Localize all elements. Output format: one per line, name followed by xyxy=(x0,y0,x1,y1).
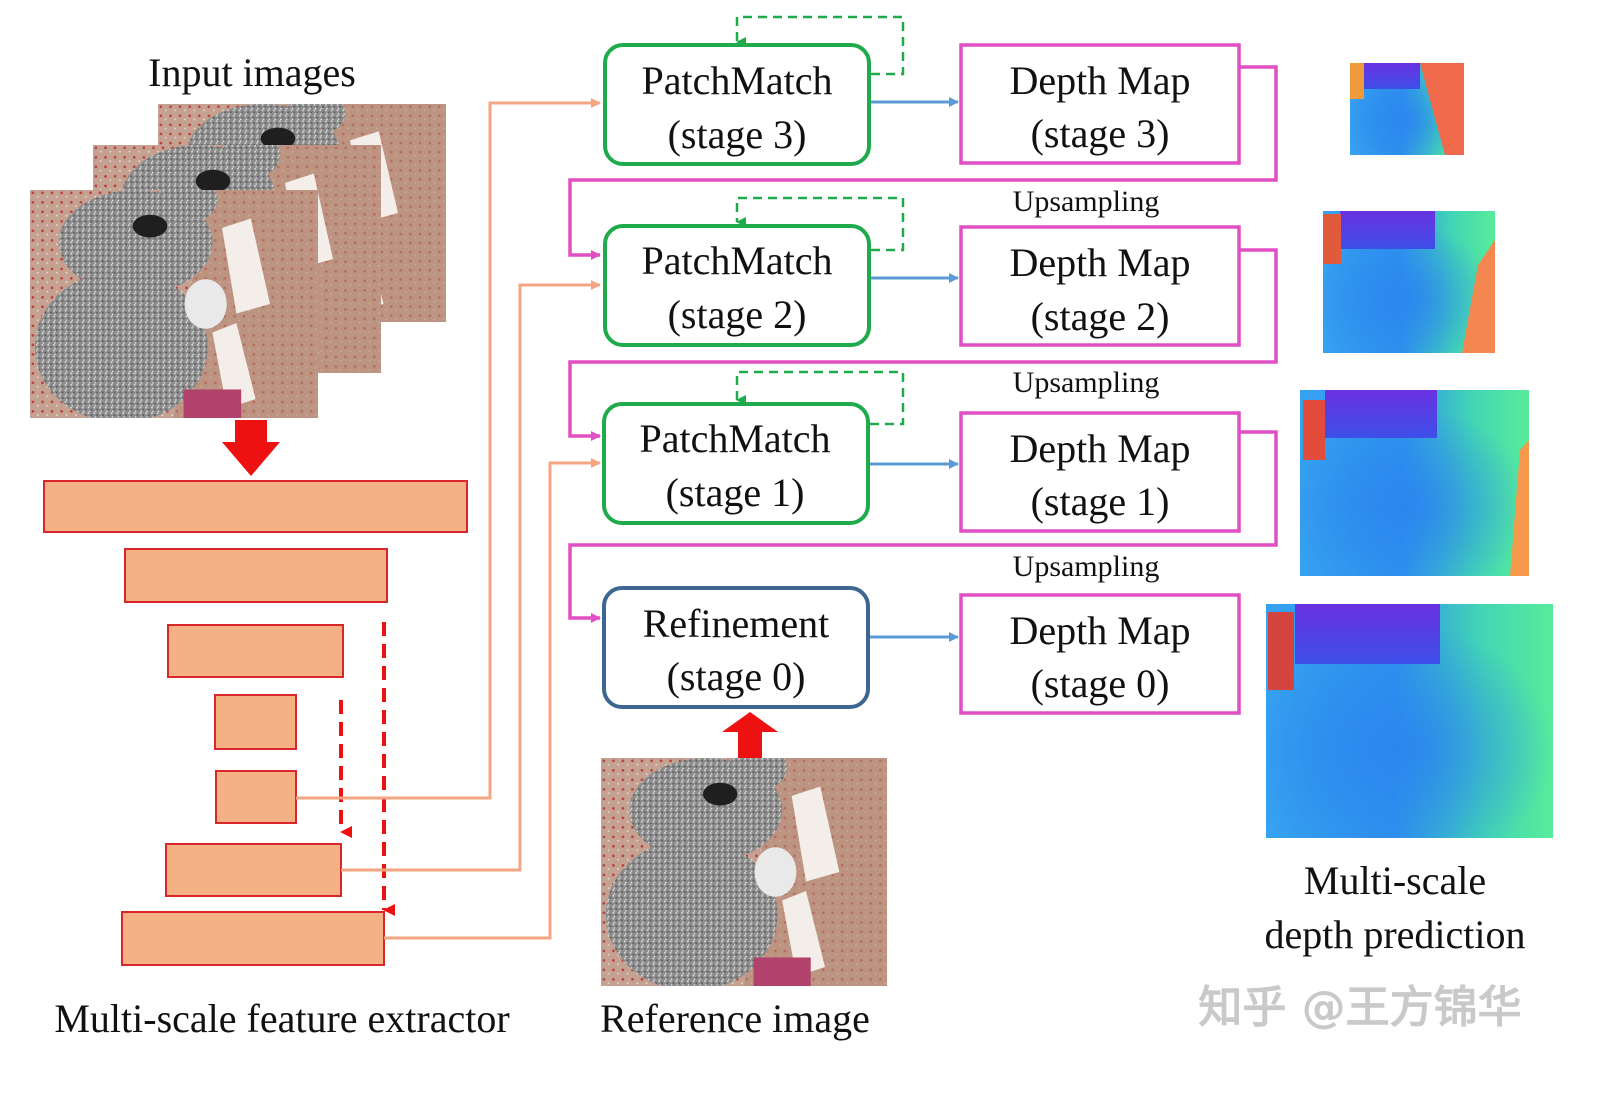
patchmatch-stage3-subtitle: (stage 3) xyxy=(668,112,807,157)
patchmatch-stage3-title: PatchMatch xyxy=(641,58,832,103)
patchmatch-stage1: PatchMatch (stage 1) xyxy=(602,402,870,525)
upsampling-label-1: Upsampling xyxy=(1013,185,1160,218)
patchmatch-stage3: PatchMatch (stage 3) xyxy=(603,43,871,166)
input-image-front xyxy=(30,176,318,423)
patchmatch-stage2-title: PatchMatch xyxy=(641,238,832,283)
patchmatch-stage2-subtitle: (stage 2) xyxy=(668,292,807,337)
input-image-stack xyxy=(30,104,446,423)
reference-image xyxy=(601,744,887,991)
watermark: 知乎 @王方锦华 xyxy=(1198,982,1521,1033)
depth-prediction-stage0 xyxy=(1266,604,1553,838)
depth-map-stage0-subtitle: (stage 0) xyxy=(1031,661,1170,706)
depth-map-stage0: Depth Map (stage 0) xyxy=(959,593,1241,715)
decoder-layer-stage1 xyxy=(121,911,385,966)
depth-map-stage2-title: Depth Map xyxy=(1009,240,1190,285)
iteration-loop-stage2 xyxy=(735,196,905,252)
refinement-stage0: Refinement (stage 0) xyxy=(602,586,870,709)
depth-map-stage0-title: Depth Map xyxy=(1009,608,1190,653)
iteration-loop-stage1 xyxy=(735,370,905,426)
depth-prediction-stage3 xyxy=(1350,63,1464,155)
decoder-layer-stage3 xyxy=(215,770,297,824)
upsampling-connector-3-to-2 xyxy=(568,65,1278,260)
depth-prediction-caption-line1: Multi-scale xyxy=(1304,858,1486,903)
encoder-layer-2 xyxy=(124,548,388,603)
depth-map-stage1: Depth Map (stage 1) xyxy=(959,411,1241,533)
depth-map-stage2-subtitle: (stage 2) xyxy=(1031,294,1170,339)
depth-map-stage3-title: Depth Map xyxy=(1009,58,1190,103)
red-down-arrow xyxy=(222,420,280,476)
upsampling-label-3: Upsampling xyxy=(1013,550,1160,583)
patchmatch-stage2: PatchMatch (stage 2) xyxy=(603,224,871,347)
feature-extractor-caption: Multi-scale feature extractor xyxy=(54,996,509,1041)
depth-map-stage1-title: Depth Map xyxy=(1009,426,1190,471)
encoder-layer-3 xyxy=(167,624,344,678)
upsampling-connector-1-to-0 xyxy=(568,430,1278,623)
encoder-bottleneck xyxy=(214,694,297,750)
depth-prediction-stage2 xyxy=(1323,211,1495,353)
depth-map-stage2: Depth Map (stage 2) xyxy=(959,225,1241,347)
depth-prediction-stage1 xyxy=(1300,390,1529,576)
diagram-svg: Input images Multi-scale feature extract… xyxy=(0,15,1553,1041)
depth-map-stage3: Depth Map (stage 3) xyxy=(959,43,1241,165)
encoder-layer-1 xyxy=(43,480,468,533)
reference-image-caption: Reference image xyxy=(600,996,870,1041)
feature-pyramid xyxy=(43,480,468,966)
upsampling-label-2: Upsampling xyxy=(1013,366,1160,399)
feature-link-stage3 xyxy=(296,98,601,800)
depth-prediction-caption-line2: depth prediction xyxy=(1264,912,1525,957)
depth-map-stage1-subtitle: (stage 1) xyxy=(1031,479,1170,524)
feature-link-stage2 xyxy=(341,280,601,872)
feature-link-stage1 xyxy=(384,458,601,940)
iteration-loop-stage3 xyxy=(735,15,905,76)
patchmatch-stage1-subtitle: (stage 1) xyxy=(666,470,805,515)
upsampling-connector-2-to-1 xyxy=(568,248,1278,441)
refinement-title: Refinement xyxy=(643,601,830,646)
decoder-layer-stage2 xyxy=(165,843,342,897)
patchmatch-stage1-title: PatchMatch xyxy=(639,416,830,461)
refinement-subtitle: (stage 0) xyxy=(667,654,806,699)
red-up-arrow xyxy=(722,712,778,758)
diagram-canvas: Input images Multi-scale feature extract… xyxy=(0,15,1553,1041)
depth-map-stage3-subtitle: (stage 3) xyxy=(1031,111,1170,156)
input-images-caption: Input images xyxy=(148,50,356,95)
